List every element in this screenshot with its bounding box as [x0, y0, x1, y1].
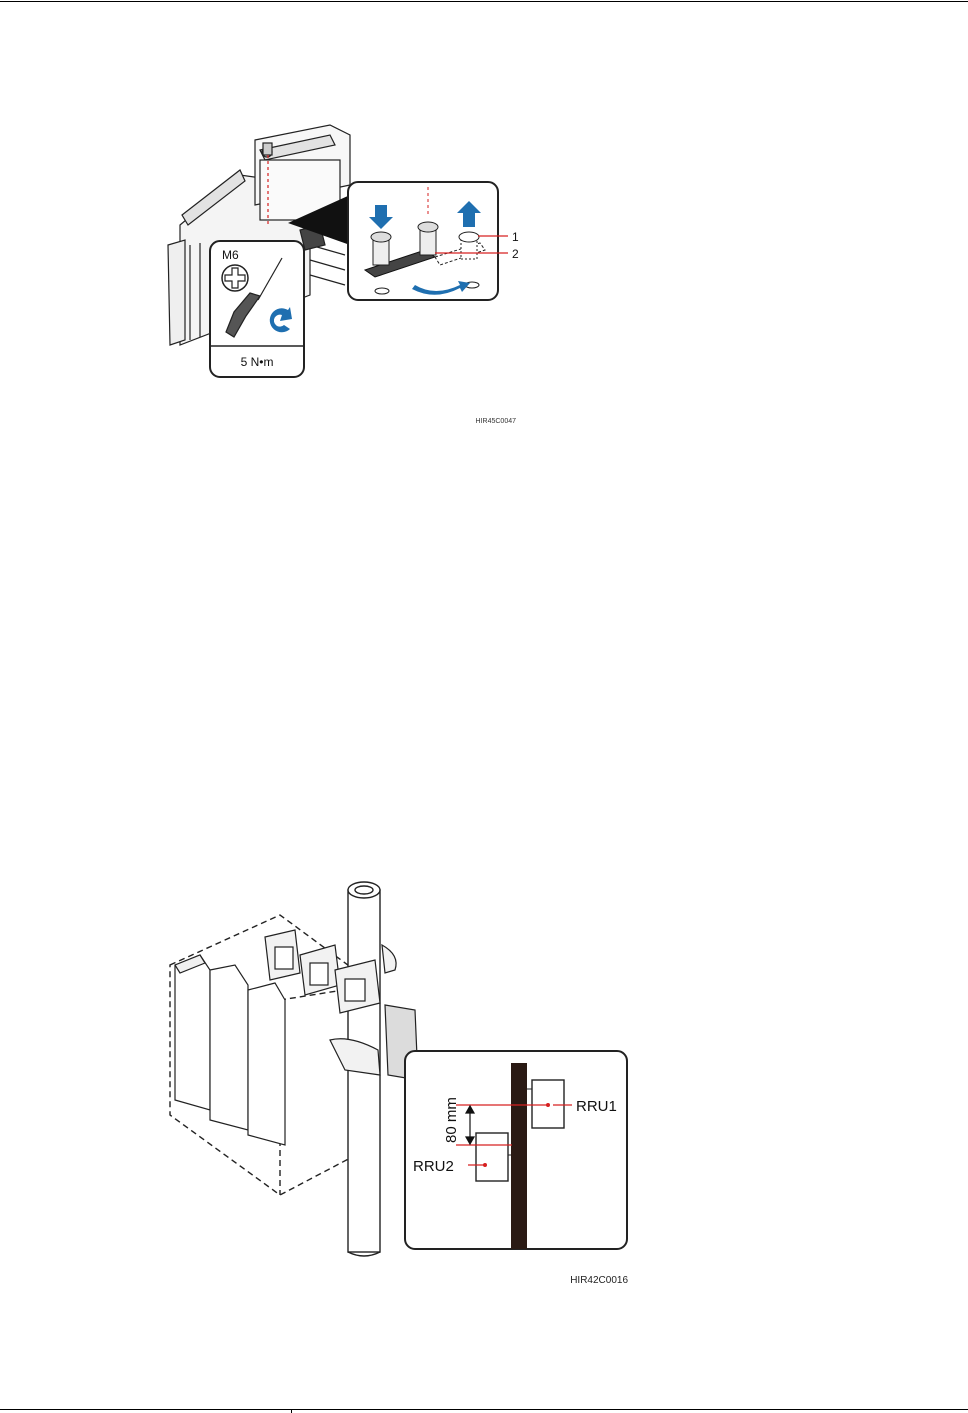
rru2-box: [476, 1133, 508, 1181]
rru2-label: RRU2: [413, 1158, 454, 1175]
spacing-detail-inset: 80 mm RRU1 RRU2: [405, 1051, 627, 1249]
tool-inset: M6 5 N•m: [210, 241, 304, 377]
figure-rru-pole-mount: 80 mm RRU1 RRU2 HIR42C0016: [160, 875, 640, 1290]
rru1-label: RRU1: [576, 1098, 617, 1115]
figure-id: HIR45C0047: [476, 418, 517, 425]
pole-strip: [511, 1063, 527, 1249]
callout-1: 1: [512, 230, 519, 244]
spacing-label: 80 mm: [443, 1097, 460, 1143]
screw-size-label: M6: [222, 248, 239, 262]
callout-2: 2: [512, 247, 519, 261]
figure-id: HIR42C0016: [570, 1275, 628, 1286]
mounting-brackets: [265, 930, 418, 1080]
rru-fins: [175, 955, 285, 1145]
footer-tick: [291, 1409, 292, 1413]
phillips-head-icon: [222, 265, 248, 291]
footer-rule: [0, 1409, 968, 1410]
header-rule: [0, 1, 968, 2]
torque-label: 5 N•m: [241, 355, 274, 369]
detail-inset: 1 2: [348, 182, 519, 300]
figure-grounding-clip: 1 2 M6 5 N•m HIR45C0047: [160, 115, 540, 435]
